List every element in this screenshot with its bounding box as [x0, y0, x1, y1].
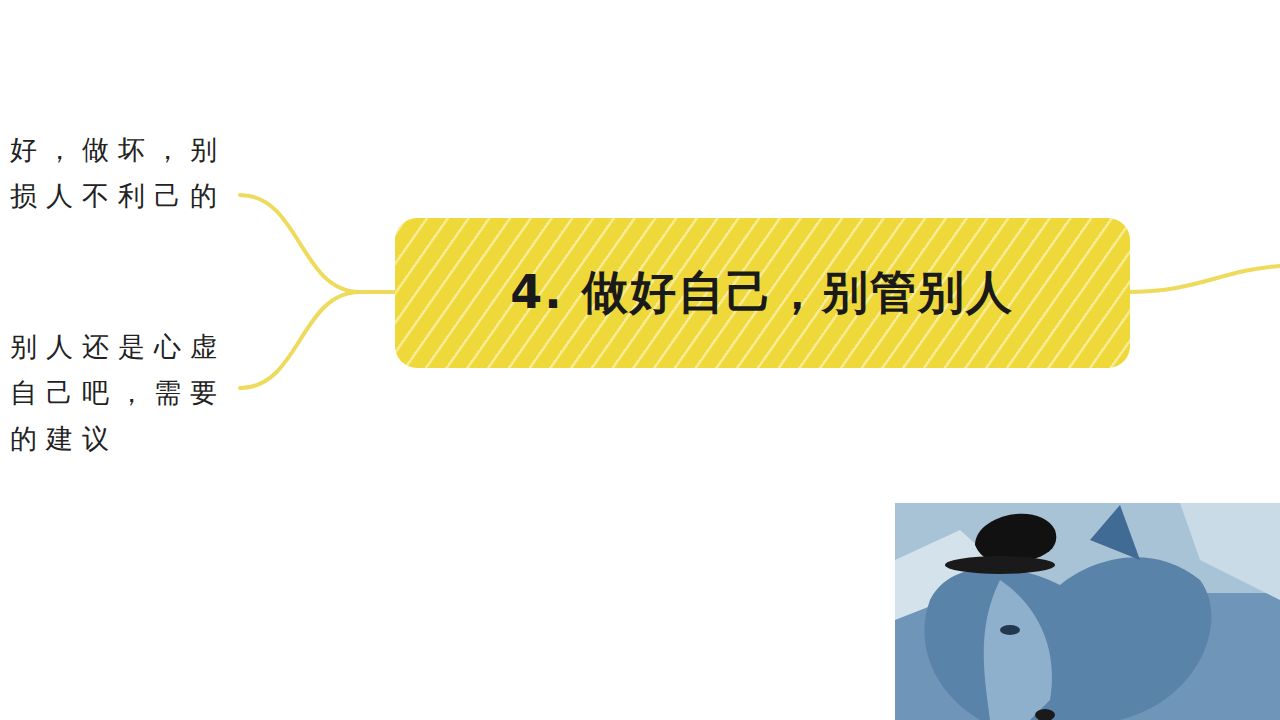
photo [895, 503, 1280, 720]
hat [975, 514, 1056, 564]
animal-nose [1035, 709, 1055, 720]
branch-line [240, 292, 360, 388]
animal-face [984, 580, 1052, 720]
topic-box: 4. 做好自己，别管别人 [395, 218, 1130, 368]
branch-line [240, 195, 400, 292]
photo-ground [895, 503, 1280, 720]
branch-lines [240, 195, 1280, 388]
animal-body [924, 557, 1211, 720]
topic-text: 4. 做好自己，别管别人 [510, 262, 1014, 324]
branch-text: 好，做坏，别 损人不利己的 [10, 127, 226, 219]
branch-text: 别人还是心虚 自己吧，需要 的建议 [10, 324, 226, 462]
branch-line [1125, 266, 1280, 292]
hat-brim [945, 556, 1055, 574]
animal-ear [1090, 505, 1140, 560]
animal-eye [1000, 625, 1020, 635]
